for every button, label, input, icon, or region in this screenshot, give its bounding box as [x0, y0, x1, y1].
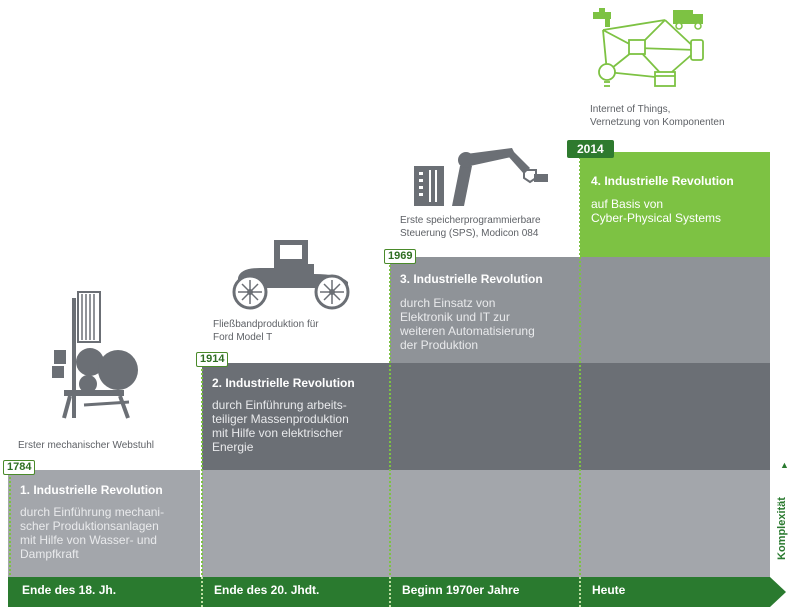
step-4-title: 4. Industrielle Revolution — [591, 174, 734, 188]
era-bar-arrow — [770, 577, 786, 607]
era-label-2: Ende des 20. Jhdt. — [214, 583, 320, 597]
step-1-title: 1. Industrielle Revolution — [20, 483, 163, 497]
year-badge-1914: 1914 — [196, 352, 229, 367]
year-badge-2014: 2014 — [567, 140, 614, 158]
year-badge-1969: 1969 — [384, 249, 417, 264]
complexity-arrow-icon: ▲ — [780, 460, 789, 470]
step-block-3-mid — [390, 363, 580, 470]
footer-separator-3 — [389, 577, 391, 607]
step-block-1 — [8, 470, 200, 577]
footer-separator-2 — [201, 577, 203, 607]
step-2-title: 2. Industrielle Revolution — [212, 376, 355, 390]
step-block-2-lower — [202, 470, 390, 577]
step-block-4 — [580, 152, 770, 257]
separator-2 — [201, 362, 203, 607]
step-block-4-mid — [580, 363, 770, 470]
era-label-3: Beginn 1970er Jahre — [402, 583, 520, 597]
step-2-desc: durch Einführung arbeits-teiliger Massen… — [212, 398, 349, 454]
caption-step-4: Internet of Things,Vernetzung von Kompon… — [590, 104, 725, 128]
caption-step-1: Erster mechanischer Webstuhl — [18, 440, 154, 451]
step-3-title: 3. Industrielle Revolution — [400, 272, 543, 286]
step-block-4-lower — [580, 470, 770, 577]
step-block-2 — [202, 363, 390, 470]
year-badge-1784: 1784 — [3, 460, 36, 475]
era-label-1: Ende des 18. Jh. — [22, 583, 117, 597]
era-label-4: Heute — [592, 583, 626, 597]
loom-icon — [52, 291, 138, 419]
iot-network-icon — [593, 8, 704, 87]
robot-arm-icon — [414, 148, 548, 206]
step-1-desc: durch Einführung mechani-scher Produktio… — [20, 505, 165, 561]
separator-3 — [389, 256, 391, 607]
step-block-4-upper-mid — [580, 257, 770, 363]
separator-1 — [9, 470, 11, 607]
step-block-3-lower — [390, 470, 580, 577]
separator-4 — [579, 150, 581, 607]
car-icon — [232, 240, 350, 310]
step-block-3 — [390, 257, 580, 363]
complexity-axis-label: Komplexität — [776, 497, 788, 560]
footer-separator-4 — [579, 577, 581, 607]
